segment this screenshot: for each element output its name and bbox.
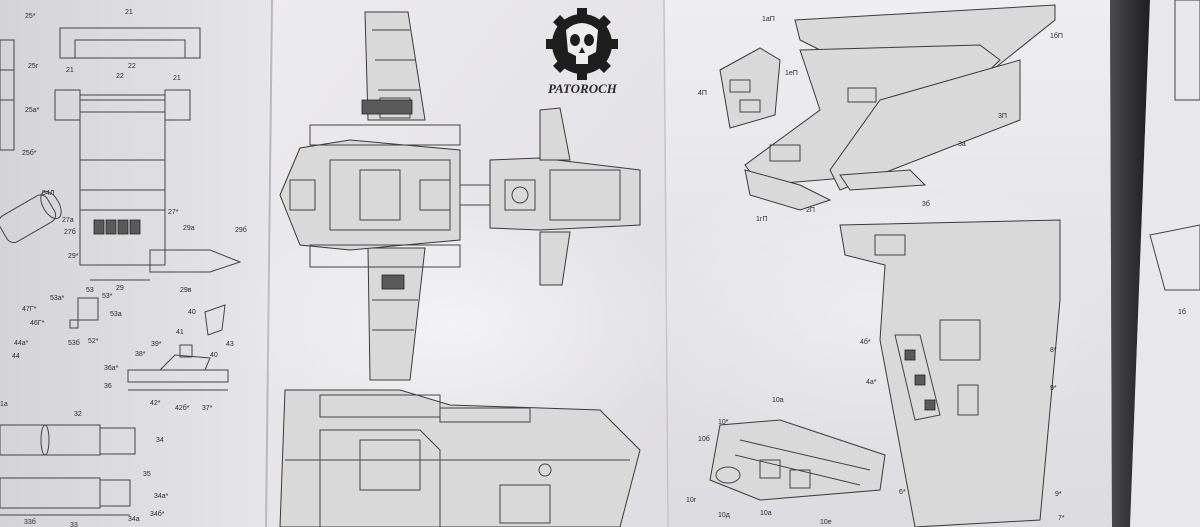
svg-text:27б: 27б (64, 228, 76, 236)
sheet-left-drawings (0, 27, 242, 516)
svg-text:6*: 6* (899, 489, 906, 496)
svg-text:42б*: 42б* (175, 404, 190, 412)
sheet-right-drawings (709, 4, 1061, 527)
svg-text:10е: 10е (820, 519, 832, 526)
svg-text:53а*: 53а* (50, 295, 65, 302)
svg-text:35: 35 (143, 471, 151, 478)
svg-text:25б*: 25б* (22, 149, 37, 157)
svg-text:25*: 25* (25, 13, 36, 20)
svg-text:21: 21 (66, 67, 74, 74)
svg-text:29: 29 (116, 285, 124, 292)
svg-text:36: 36 (104, 383, 112, 390)
svg-text:53: 53 (86, 287, 94, 294)
brand-label: PATOROCH (548, 81, 618, 96)
svg-text:29а: 29а (183, 225, 195, 232)
brand-name: PATOROCH (548, 81, 618, 96)
svg-text:41: 41 (176, 329, 184, 336)
svg-text:53б: 53б (68, 339, 80, 347)
sheet-middle-drawings (279, 11, 641, 527)
svg-text:4а*: 4а* (866, 379, 877, 386)
paper-sheet-far-right (1130, 0, 1200, 527)
svg-text:34: 34 (156, 437, 164, 444)
svg-text:29б: 29б (235, 226, 247, 234)
svg-text:1аП: 1аП (762, 16, 775, 23)
svg-text:37*: 37* (202, 405, 213, 412)
svg-text:22: 22 (128, 63, 136, 70)
svg-text:10а: 10а (772, 397, 784, 404)
svg-text:1гП: 1гП (756, 216, 767, 223)
svg-text:9*: 9* (1055, 491, 1062, 498)
paper-sheet-left (0, 0, 272, 527)
svg-text:10г: 10г (686, 497, 697, 504)
svg-text:27а: 27а (62, 217, 74, 224)
svg-text:33: 33 (70, 522, 78, 527)
svg-text:10*: 10* (718, 419, 729, 426)
svg-text:21: 21 (173, 75, 181, 82)
svg-text:3а: 3а (958, 141, 966, 148)
svg-text:27*: 27* (168, 209, 179, 216)
svg-text:4П: 4П (698, 90, 707, 97)
svg-text:36а*: 36а* (104, 365, 119, 372)
svg-text:10б: 10б (698, 435, 710, 443)
svg-text:44: 44 (12, 353, 20, 360)
svg-text:53а: 53а (110, 311, 122, 318)
svg-text:29*: 29* (68, 253, 79, 260)
svg-text:3П: 3П (998, 113, 1007, 120)
svg-text:34а*: 34а* (154, 493, 169, 500)
svg-text:40: 40 (210, 352, 218, 359)
sheet-right-labels: 1аП 1бП 1еП 4П 3П 3а 2П 3б 1гП 4б* 4а* 8… (686, 16, 1065, 526)
svg-text:8*: 8* (1050, 347, 1057, 354)
sheet-gap-shadow (1110, 0, 1150, 527)
svg-text:39*: 39* (151, 341, 162, 348)
svg-text:1а: 1а (0, 401, 8, 408)
svg-text:34а: 34а (128, 516, 140, 523)
svg-text:22: 22 (116, 73, 124, 80)
svg-text:7*: 7* (1058, 515, 1065, 522)
svg-text:34б*: 34б* (150, 510, 165, 518)
svg-text:3б: 3б (922, 200, 930, 208)
svg-text:1бП: 1бП (1050, 32, 1063, 40)
svg-text:1еП: 1еП (785, 70, 798, 77)
svg-text:42*: 42* (150, 400, 161, 407)
svg-text:43: 43 (226, 341, 234, 348)
svg-text:9*: 9* (1050, 385, 1057, 392)
skull-gear-icon (546, 8, 618, 80)
sheet-far-right-drawings: 1б (1149, 0, 1200, 316)
svg-text:52*: 52* (88, 338, 99, 345)
svg-text:1б: 1б (1178, 308, 1186, 316)
svg-text:53*: 53* (102, 293, 113, 300)
svg-text:25г: 25г (28, 63, 39, 70)
svg-text:10д: 10д (718, 512, 730, 519)
svg-text:33б: 33б (24, 518, 36, 526)
svg-text:4б*: 4б* (860, 338, 871, 346)
svg-text:25а*: 25а* (25, 107, 40, 114)
svg-text:47Г*: 47Г* (22, 306, 37, 313)
svg-text:32: 32 (74, 411, 82, 418)
svg-text:38*: 38* (135, 351, 146, 358)
sheet-left-labels: 21 22 21 21 22 27* 27б 27а 29а 29б 29* 2… (0, 9, 247, 527)
svg-text:44а*: 44а* (14, 340, 29, 347)
svg-text:21: 21 (125, 9, 133, 16)
svg-text:29в: 29в (180, 287, 192, 294)
svg-text:2П: 2П (806, 207, 815, 214)
svg-text:40: 40 (188, 309, 196, 316)
svg-text:10а: 10а (760, 510, 772, 517)
svg-text:54Л: 54Л (42, 190, 55, 197)
svg-text:46Г*: 46Г* (30, 320, 45, 327)
